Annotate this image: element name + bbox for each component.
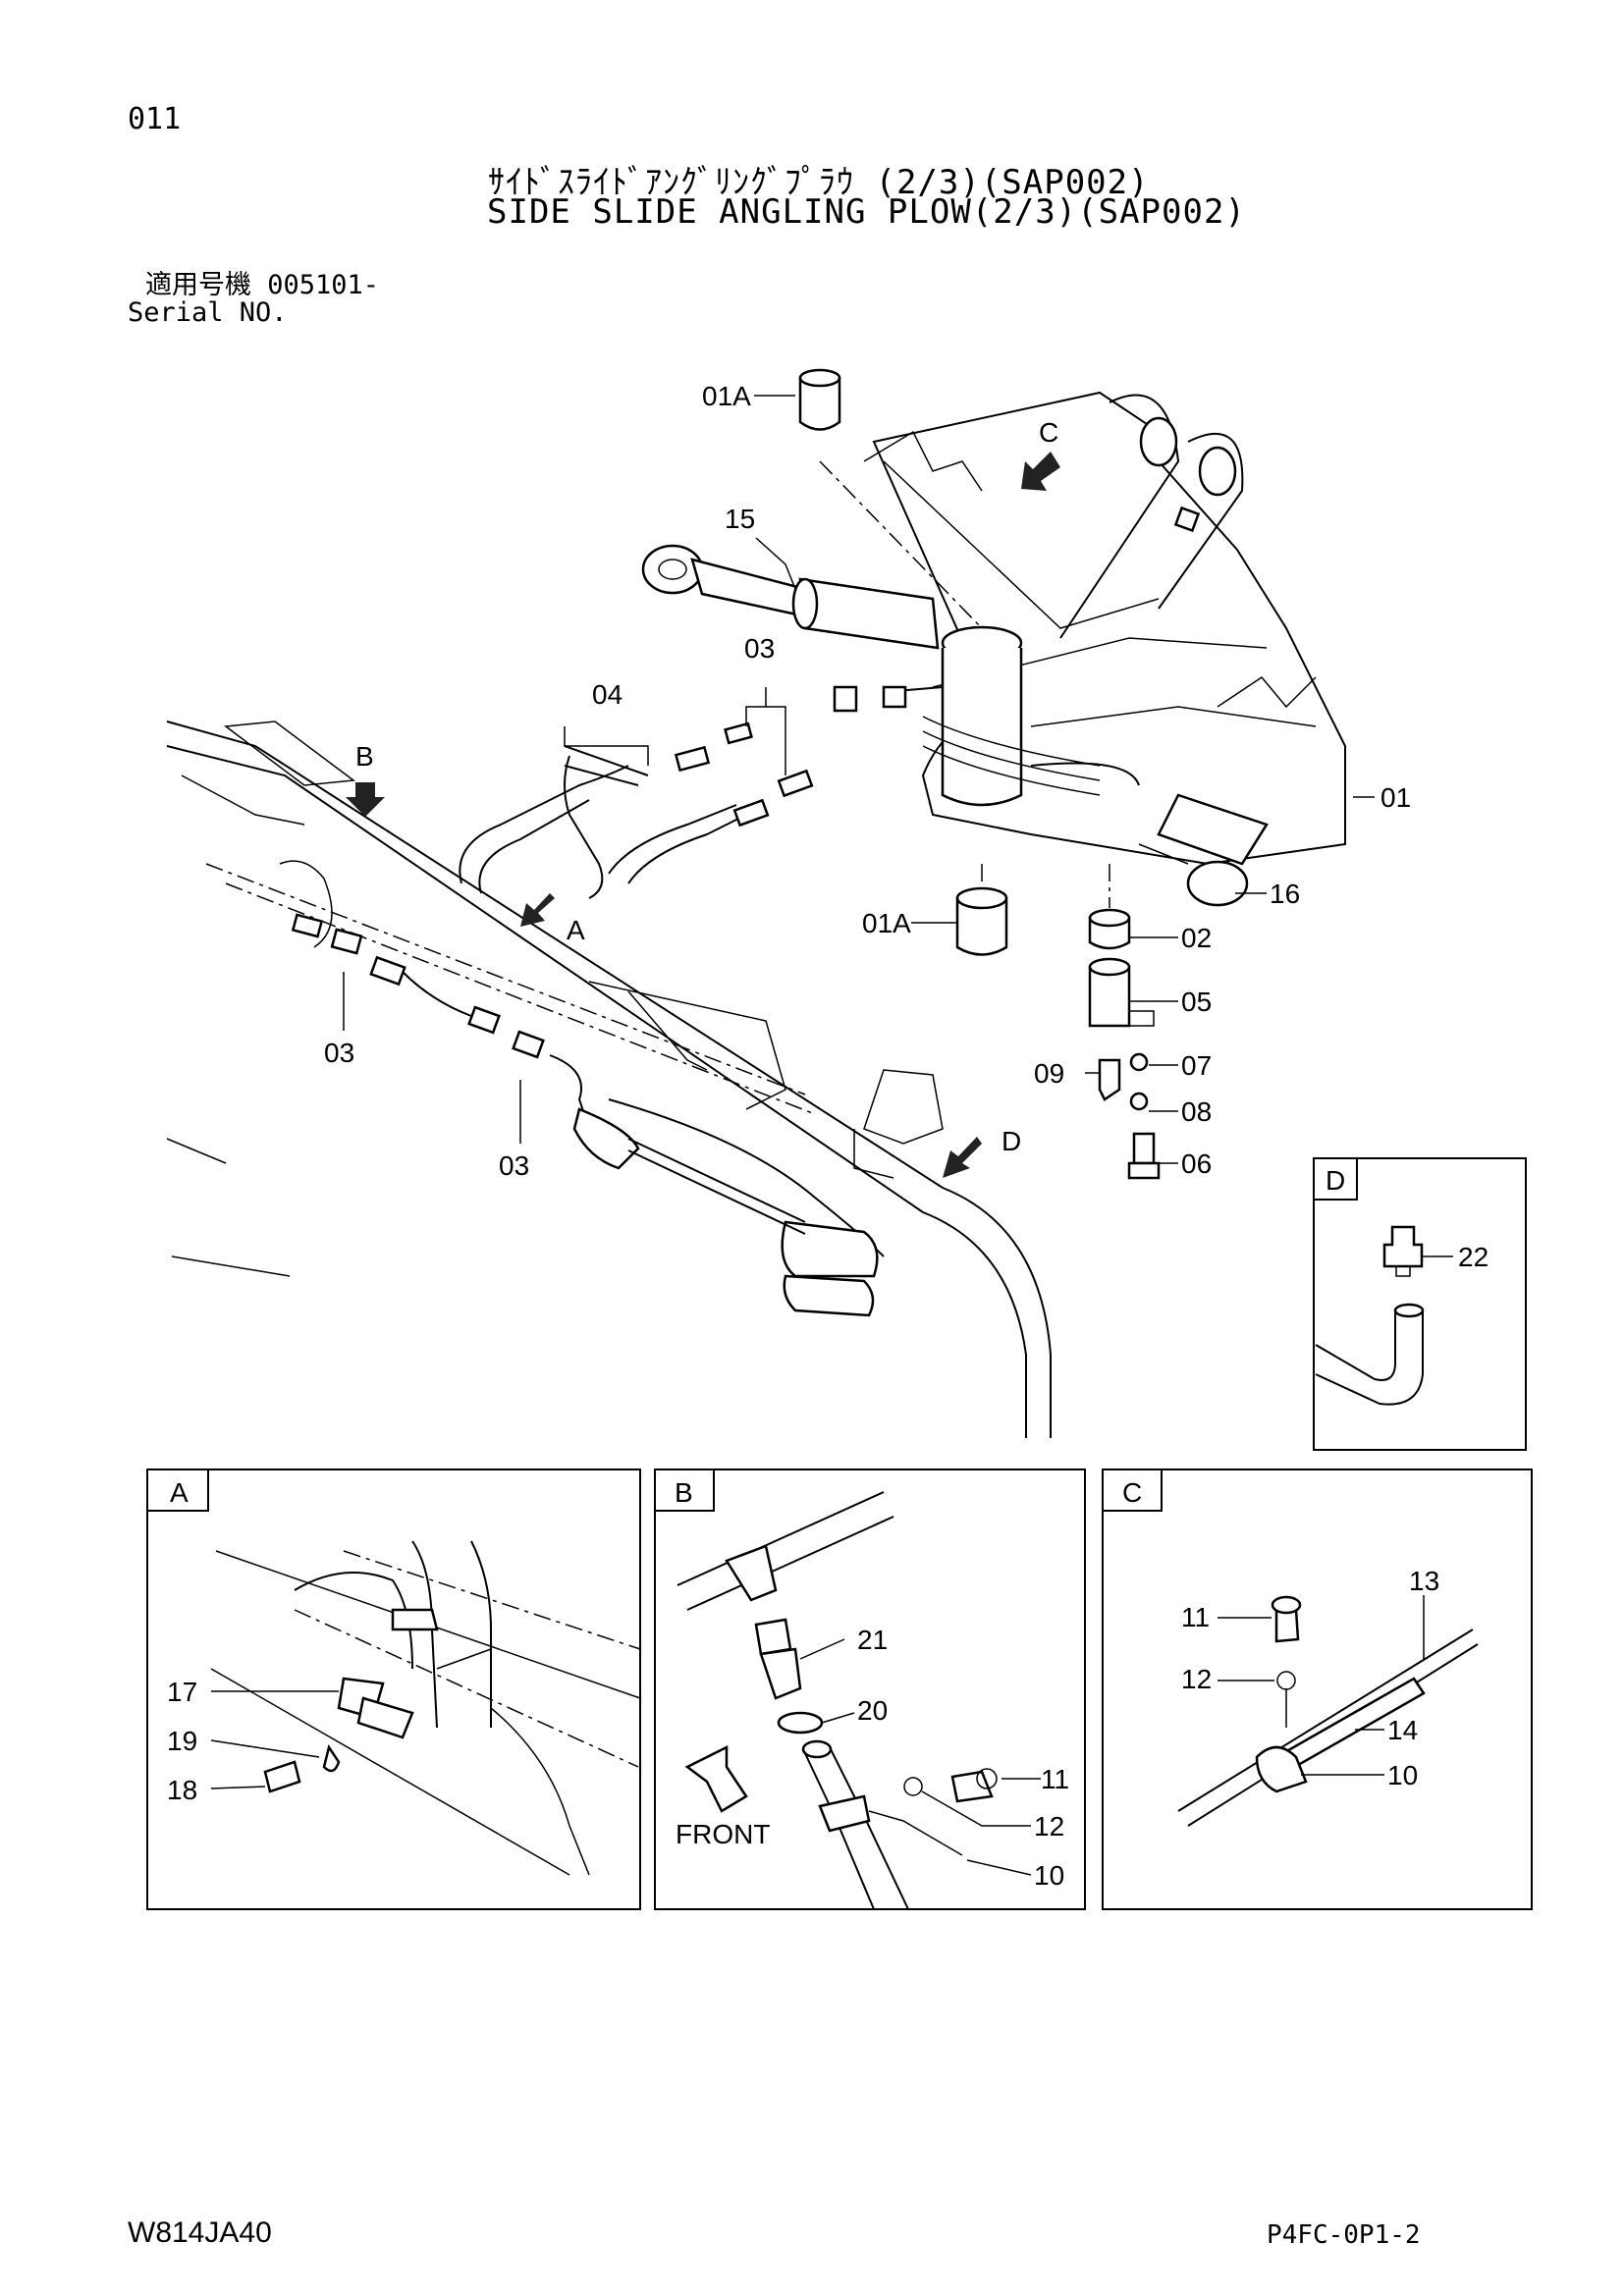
- serial-japanese: 適用号機 005101-: [145, 270, 380, 300]
- detail-c-callout-12: 12: [1181, 1664, 1212, 1694]
- callout-03-left: 03: [324, 1038, 354, 1068]
- document-code: W814JA40: [128, 2216, 272, 2249]
- detail-b-callout-11: 11: [1041, 1764, 1069, 1794]
- detail-view-b: B FRONT 21 20 11 12 10: [654, 1468, 1086, 1910]
- detail-b-callout-10: 10: [1034, 1860, 1064, 1891]
- callout-09: 09: [1034, 1058, 1064, 1089]
- blade-outline: [166, 721, 1052, 1438]
- callout-05: 05: [1181, 987, 1212, 1017]
- detail-a-callout-18: 18: [167, 1775, 197, 1805]
- callout-08: 08: [1181, 1096, 1212, 1127]
- bushing-01a-top: [798, 376, 841, 431]
- callout-01: 01: [1380, 782, 1411, 813]
- detail-a-callout-17: 17: [167, 1677, 197, 1707]
- title-english: SIDE SLIDE ANGLING PLOW(2/3)(SAP002): [487, 192, 1246, 232]
- callout-02: 02: [1181, 923, 1212, 953]
- detail-view-d: D 22: [1313, 1157, 1527, 1451]
- grease-nipple-09: [1098, 1058, 1121, 1101]
- detail-d-label: D: [1326, 1165, 1345, 1196]
- view-arrow-b: [346, 782, 385, 817]
- view-arrow-d: [943, 1137, 982, 1178]
- callout-07: 07: [1181, 1050, 1212, 1081]
- callout-15: 15: [725, 504, 755, 534]
- detail-view-c: C 13 11 12 14 10: [1102, 1468, 1533, 1910]
- detail-a-label: A: [170, 1477, 189, 1508]
- callout-03-lower: 03: [499, 1150, 529, 1181]
- bolt-06: [1132, 1132, 1156, 1165]
- detail-b-front-label: FRONT: [676, 1819, 770, 1849]
- callout-view-c: C: [1039, 417, 1058, 448]
- detail-c-callout-11: 11: [1181, 1602, 1210, 1632]
- detail-b-callout-20: 20: [857, 1695, 888, 1726]
- callout-view-a: A: [567, 915, 585, 945]
- detail-b-callout-21: 21: [857, 1625, 888, 1655]
- view-arrow-a: [520, 893, 555, 927]
- detail-c-callout-10: 10: [1387, 1760, 1418, 1790]
- callout-view-d: D: [1001, 1126, 1021, 1156]
- serial-english: Serial NO.: [128, 297, 288, 328]
- detail-c-callout-14: 14: [1387, 1715, 1418, 1745]
- detail-b-callout-12: 12: [1034, 1811, 1064, 1842]
- callout-view-b: B: [355, 741, 374, 772]
- title-japanese: ｻｲﾄﾞｽﾗｲﾄﾞｱﾝｸﾞﾘﾝｸﾞﾌﾟﾗｳ (2/3)(SAP002): [488, 163, 1150, 202]
- callout-04: 04: [592, 679, 623, 710]
- detail-b-label: B: [675, 1477, 693, 1508]
- detail-view-a: A 17 19 18: [146, 1468, 641, 1910]
- page-number: 011: [128, 102, 182, 136]
- main-view: 01A 15 03 04 B C A 01A 16 01 02 05 09 07…: [166, 368, 1411, 1438]
- detail-a-callout-19: 19: [167, 1726, 197, 1756]
- callout-03-top: 03: [744, 633, 775, 664]
- callout-01a-top: 01A: [702, 381, 751, 411]
- callout-16: 16: [1270, 879, 1300, 909]
- detail-c-label: C: [1122, 1477, 1142, 1508]
- view-arrow-c: [1021, 452, 1060, 491]
- callout-01a-lower: 01A: [862, 908, 911, 938]
- page-code: P4FC-0P1-2: [1267, 2220, 1421, 2250]
- detail-d-callout-22: 22: [1458, 1242, 1489, 1272]
- callout-06: 06: [1181, 1148, 1212, 1179]
- bushing-01a-lower: [955, 896, 1008, 956]
- detail-c-callout-13: 13: [1409, 1566, 1439, 1596]
